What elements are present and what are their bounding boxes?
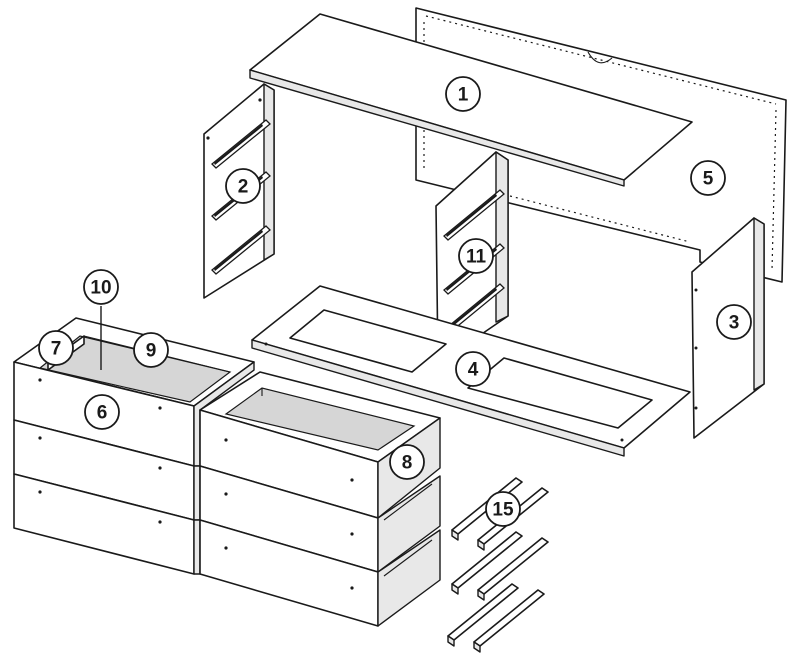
callout-9-label: 9 xyxy=(146,341,157,362)
callout-8-label: 8 xyxy=(402,453,413,474)
callout-10-label: 10 xyxy=(90,278,111,299)
callout-11: 11 xyxy=(458,238,494,274)
drawer-runner-rail xyxy=(211,225,271,275)
drawer-runner-rail xyxy=(211,119,271,169)
callout-7-label: 7 xyxy=(51,339,62,360)
callout-1-label: 1 xyxy=(458,85,469,106)
callout-5-label: 5 xyxy=(703,169,714,190)
callout-15: 15 xyxy=(485,491,521,527)
callout-1: 1 xyxy=(445,76,481,112)
callout-6: 6 xyxy=(84,394,120,430)
right-drawer-stack xyxy=(199,371,441,627)
callout-2-label: 2 xyxy=(238,177,249,198)
callout-6-label: 6 xyxy=(97,403,108,424)
callout-10: 10 xyxy=(83,269,119,305)
callout-2: 2 xyxy=(225,168,261,204)
callout-9: 9 xyxy=(133,332,169,368)
callout-3: 3 xyxy=(716,304,752,340)
callout-3-label: 3 xyxy=(729,313,740,334)
callout-8: 8 xyxy=(389,444,425,480)
callout-4: 4 xyxy=(455,351,491,387)
callout-4-label: 4 xyxy=(468,360,479,381)
callout-7: 7 xyxy=(38,330,74,366)
callout-5: 5 xyxy=(690,160,726,196)
drawer-runner-rail xyxy=(443,189,505,241)
callout-11-label: 11 xyxy=(466,247,487,268)
callout-15-label: 15 xyxy=(492,500,514,521)
